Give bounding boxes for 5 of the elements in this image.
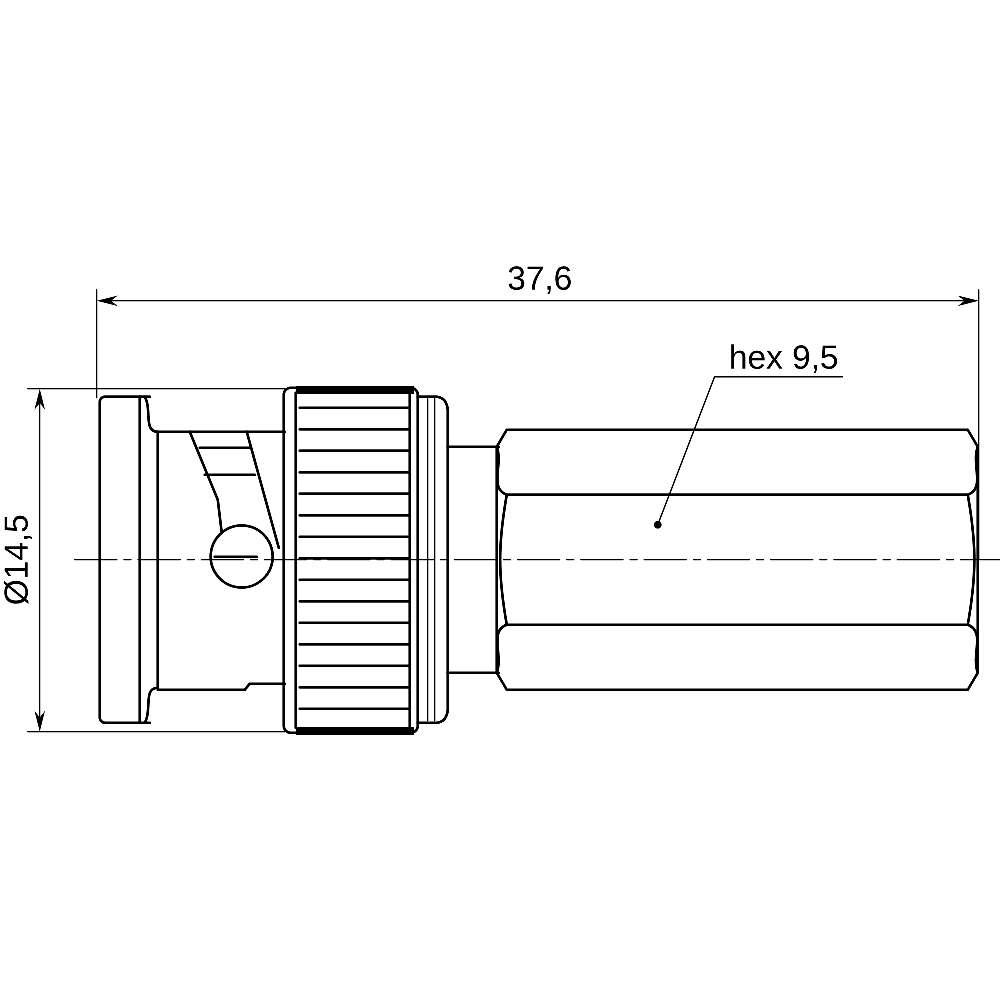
dimension-text: 37,6 bbox=[508, 266, 571, 294]
hex-body bbox=[496, 428, 980, 692]
dimension-text: Ø14,5 bbox=[4, 516, 32, 604]
leader-line bbox=[654, 376, 844, 529]
callout-text: hex 9,5 bbox=[732, 344, 838, 374]
